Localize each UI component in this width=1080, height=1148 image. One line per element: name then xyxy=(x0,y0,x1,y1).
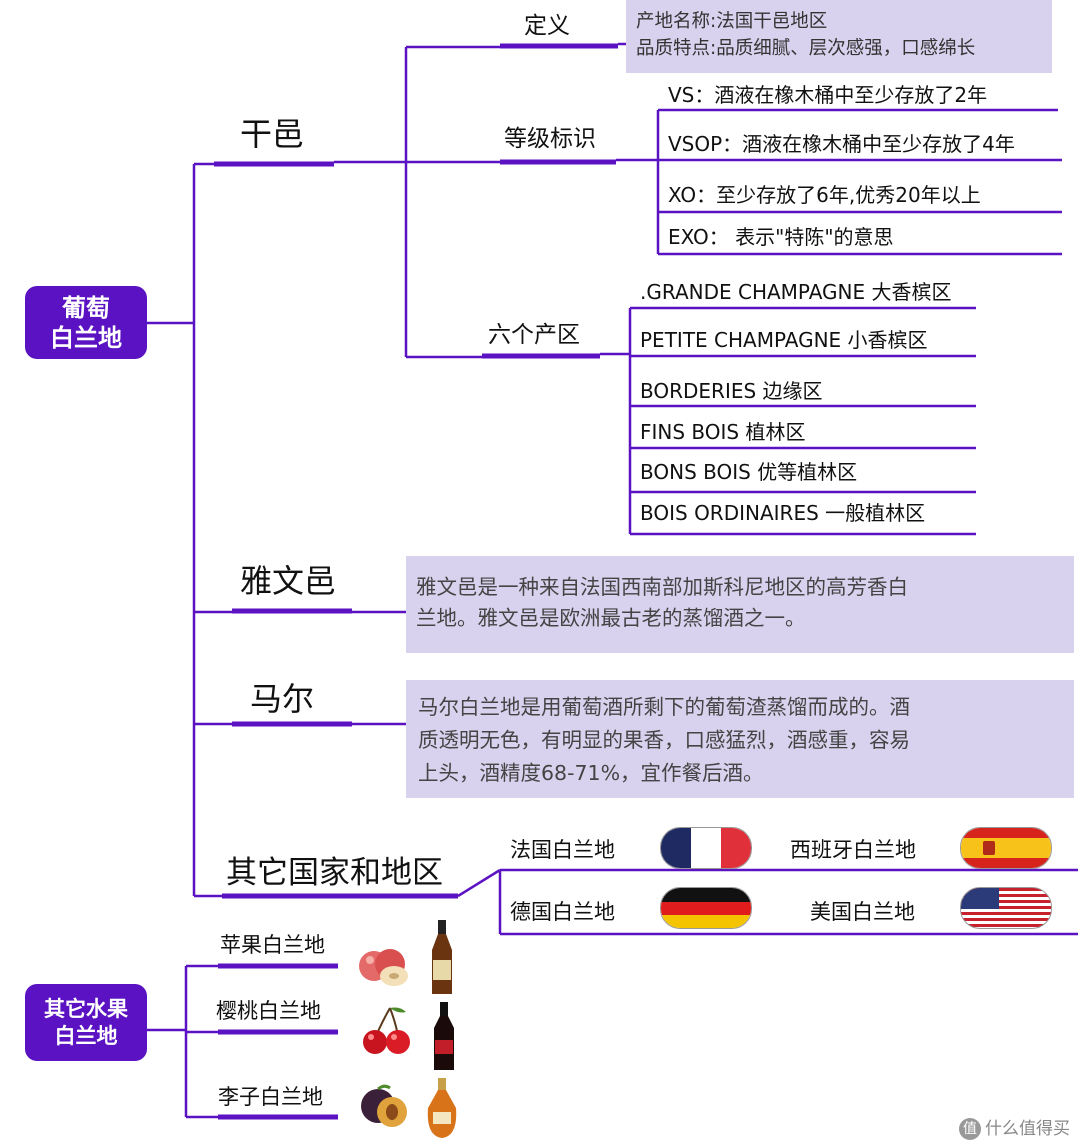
country-label-france: 法国白兰地 xyxy=(510,838,615,862)
armagnac-line-2: 兰地。雅文邑是欧洲最古老的蒸馏酒之一。 xyxy=(416,606,806,630)
country-label-spain: 西班牙白兰地 xyxy=(790,838,916,862)
bottle-image xyxy=(434,1002,454,1070)
root-grape-brandy: 葡萄白兰地 xyxy=(25,286,147,359)
marc-line-3: 上头，酒精度68-71%，宜作餐后酒。 xyxy=(418,761,764,785)
fruit-label-cherry: 樱桃白兰地 xyxy=(216,999,321,1023)
armagnac-box: 雅文邑是一种来自法国西南部加斯科尼地区的高芳香白 兰地。雅文邑是欧洲最古老的蒸馏… xyxy=(406,556,1074,653)
grade-item: EXO： 表示"特陈"的意思 xyxy=(668,225,894,249)
grade-item: VS：酒液在橡木桶中至少存放了2年 xyxy=(668,83,988,107)
region-item: FINS BOIS 植林区 xyxy=(640,420,806,444)
region-item: .GRANDE CHAMPAGNE 大香槟区 xyxy=(640,280,952,304)
node-marc: 马尔 xyxy=(250,680,315,718)
marc-box: 马尔白兰地是用葡萄酒所剩下的葡萄渣蒸馏而成的。酒 质透明无色，有明显的果香，口感… xyxy=(406,680,1074,798)
definition-line-1: 产地名称:法国干邑地区 xyxy=(636,11,828,32)
node-regions: 六个产区 xyxy=(488,322,580,348)
node-other-countries: 其它国家和地区 xyxy=(226,855,443,891)
definition-box: 产地名称:法国干邑地区 品质特点:品质细腻、层次感强，口感绵长 xyxy=(626,0,1052,73)
node-definition: 定义 xyxy=(524,13,570,39)
node-armagnac: 雅文邑 xyxy=(240,562,337,600)
root-grape-line2: 白兰地 xyxy=(50,323,122,352)
armagnac-line-1: 雅文邑是一种来自法国西南部加斯科尼地区的高芳香白 xyxy=(416,575,908,599)
node-cognac: 干邑 xyxy=(240,115,305,153)
grade-item: XO：至少存放了6年,优秀20年以上 xyxy=(668,183,981,207)
usa-flag xyxy=(960,887,1052,929)
marc-line-1: 马尔白兰地是用葡萄酒所剩下的葡萄渣蒸馏而成的。酒 xyxy=(418,695,910,719)
definition-line-2: 品质特点:品质细腻、层次感强，口感绵长 xyxy=(636,38,976,59)
germany-flag xyxy=(660,887,752,929)
watermark: 值什么值得买 xyxy=(959,1114,1070,1140)
country-label-germany: 德国白兰地 xyxy=(510,900,615,924)
root-fruit-line1: 其它水果 xyxy=(44,997,128,1022)
watermark-text: 什么值得买 xyxy=(985,1119,1070,1139)
country-label-usa: 美国白兰地 xyxy=(810,900,915,924)
node-grades: 等级标识 xyxy=(504,126,596,152)
root-grape-line1: 葡萄 xyxy=(62,293,110,322)
region-item: BOIS ORDINAIRES 一般植林区 xyxy=(640,501,926,525)
fruit-label-apple: 苹果白兰地 xyxy=(220,933,325,957)
fruit-label-plum: 李子白兰地 xyxy=(218,1085,323,1109)
watermark-icon: 值 xyxy=(959,1118,981,1140)
plum-image xyxy=(361,1084,407,1127)
apple-image xyxy=(359,949,408,986)
spain-flag xyxy=(960,827,1052,869)
france-flag xyxy=(660,827,752,869)
marc-line-2: 质透明无色，有明显的果香，口感猛烈，酒感重，容易 xyxy=(418,728,910,752)
grade-item: VSOP：酒液在橡木桶中至少存放了4年 xyxy=(668,132,1015,156)
cherry-image xyxy=(363,1007,410,1054)
bottle-image xyxy=(432,920,452,994)
region-item: BORDERIES 边缘区 xyxy=(640,379,823,403)
root-fruit-brandy: 其它水果白兰地 xyxy=(25,984,147,1061)
region-item: BONS BOIS 优等植林区 xyxy=(640,460,858,484)
bottle-image xyxy=(427,1078,457,1138)
region-item: PETITE CHAMPAGNE 小香槟区 xyxy=(640,328,928,352)
root-fruit-line2: 白兰地 xyxy=(54,1023,118,1048)
